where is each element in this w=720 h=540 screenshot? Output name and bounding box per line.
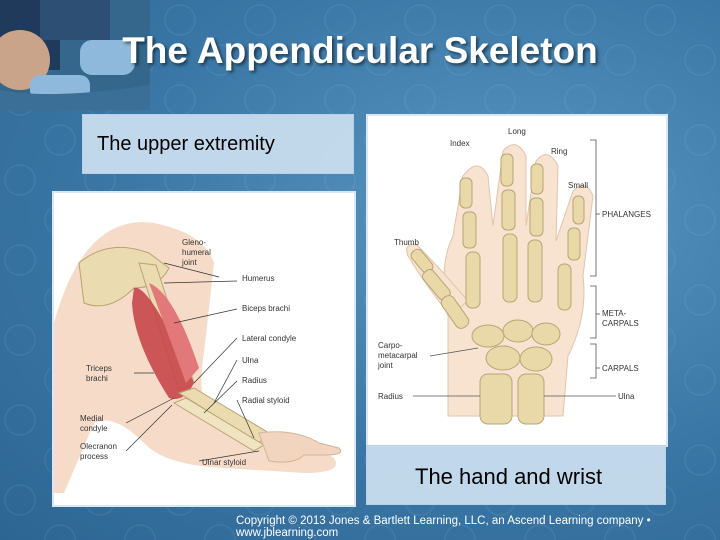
arm-illustration-panel: Gleno- humeral joint Humerus Biceps brac… [52,191,356,507]
subtitle-text: The upper extremity [97,133,275,155]
label-ulnar-styloid: Ulnar styloid [202,458,246,467]
label-thumb: Thumb [394,238,419,247]
label-radial-styloid: Radial styloid [242,396,290,405]
hand-illustration-panel: Long Index Ring Small Thumb PHALANGES ME… [366,114,668,447]
label-olecranon-1: Olecranon [80,442,117,451]
label-ring: Ring [551,147,567,156]
label-index: Index [450,139,470,148]
label-triceps-1: Triceps [86,364,112,373]
label-radius: Radius [242,376,267,385]
label-glenohumeral-1: Gleno- [182,238,206,247]
hand-caption-box: The hand and wrist [366,445,666,505]
label-carpometacarpal-3: joint [377,361,393,370]
copyright-text: Copyright © 2013 Jones & Bartlett Learni… [236,515,651,539]
label-olecranon-2: process [80,452,108,461]
label-small: Small [568,181,588,190]
label-phalanges: PHALANGES [602,210,651,219]
label-long: Long [508,127,526,136]
label-humerus: Humerus [242,274,274,283]
label-triceps-2: brachi [86,374,108,383]
arm-diagram: Gleno- humeral joint Humerus Biceps brac… [54,222,342,493]
label-glenohumeral-2: humeral [182,248,211,257]
label-ulna: Ulna [618,392,635,401]
label-carpometacarpal-2: metacarpal [378,351,418,360]
hand-caption-text: The hand and wrist [415,464,603,489]
emt-photo [0,0,150,110]
subtitle-box: The upper extremity [82,114,354,174]
label-ulna: Ulna [242,356,259,365]
label-carpometacarpal-1: Carpo- [378,341,403,350]
label-radius: Radius [378,392,403,401]
label-biceps: Biceps brachi [242,304,290,313]
hand-diagram: Long Index Ring Small Thumb PHALANGES ME… [377,127,651,425]
label-carpals: CARPALS [602,364,639,373]
label-metacarpals-2: CARPALS [602,319,639,328]
label-metacarpals-1: META- [602,309,627,318]
page-title: The Appendicular Skeleton [122,30,598,71]
label-medial-condyle-1: Medial [80,414,104,423]
label-medial-condyle-2: condyle [80,424,108,433]
label-glenohumeral-3: joint [181,258,197,267]
label-lateral-condyle: Lateral condyle [242,334,297,343]
